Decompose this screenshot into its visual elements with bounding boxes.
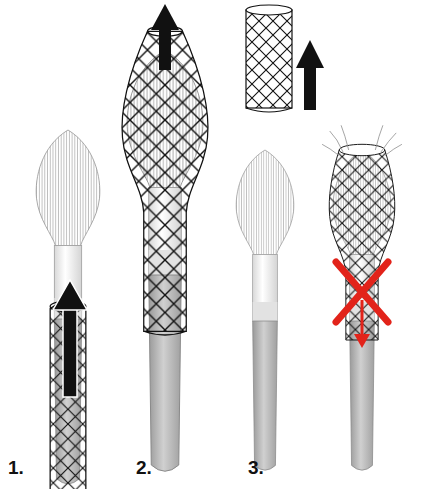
- up-arrow: [151, 4, 179, 70]
- brush: [236, 150, 294, 470]
- net-tube: [246, 5, 292, 112]
- brush: [322, 125, 402, 470]
- wrong-way-cross: [336, 262, 388, 348]
- step-number: 2.: [136, 458, 152, 477]
- brush: [122, 26, 208, 471]
- up-arrow: [296, 40, 324, 110]
- brush: [36, 130, 100, 489]
- step-number: 1.: [8, 458, 24, 477]
- step-number: 3.: [248, 458, 264, 477]
- up-arrow: [53, 280, 87, 397]
